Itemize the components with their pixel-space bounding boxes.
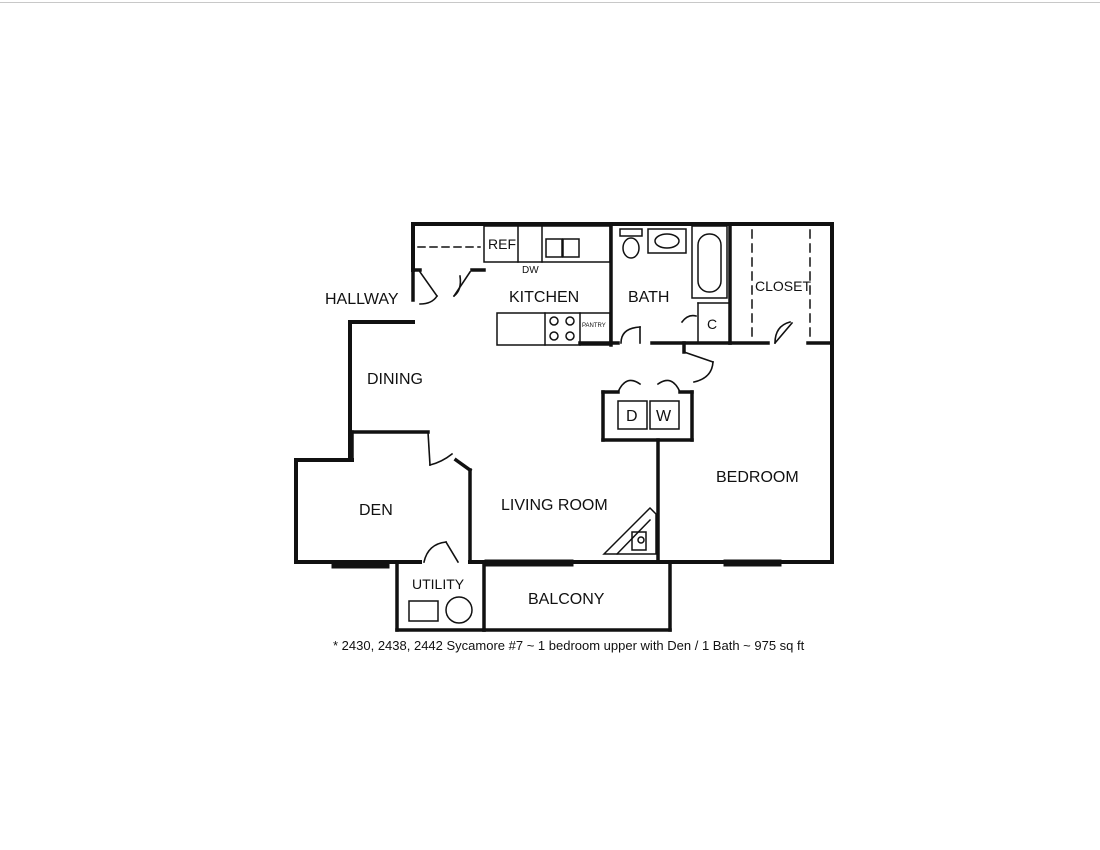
kitchen-label: KITCHEN [509, 289, 579, 306]
floor-plan-caption: * 2430, 2438, 2442 Sycamore #7 ~ 1 bedro… [333, 638, 853, 653]
bath-label: BATH [628, 289, 669, 306]
exterior-walls [294, 222, 834, 564]
den-label: DEN [359, 502, 393, 519]
hallway-label: HALLWAY [325, 291, 399, 308]
pantry-label: PANTRY [582, 323, 606, 329]
linen-closet-label: C [707, 316, 717, 332]
caption-area: 975 sq ft [754, 638, 805, 653]
caption-unit-description: 1 bedroom upper with Den / 1 Bath [537, 638, 740, 653]
caption-separator-2: ~ [739, 638, 755, 653]
caption-separator-1: ~ [523, 638, 538, 653]
utility-label: UTILITY [412, 576, 465, 592]
page-top-rule [0, 2, 1100, 3]
washer-label: W [656, 408, 672, 425]
door-swings [418, 270, 794, 564]
refrigerator-label: REF [488, 236, 516, 252]
interior-walls [350, 222, 834, 632]
dishwasher-label: DW [522, 265, 539, 276]
caption-addresses: * 2430, 2438, 2442 Sycamore #7 [333, 638, 524, 653]
balcony-label: BALCONY [528, 591, 605, 608]
fixture-outlines [408, 225, 811, 624]
dining-label: DINING [367, 371, 423, 388]
bedroom-label: BEDROOM [716, 469, 799, 486]
dryer-label: D [626, 408, 638, 425]
living-room-label: LIVING ROOM [501, 497, 608, 514]
closet-label: CLOSET [755, 278, 811, 294]
windows [331, 559, 782, 569]
